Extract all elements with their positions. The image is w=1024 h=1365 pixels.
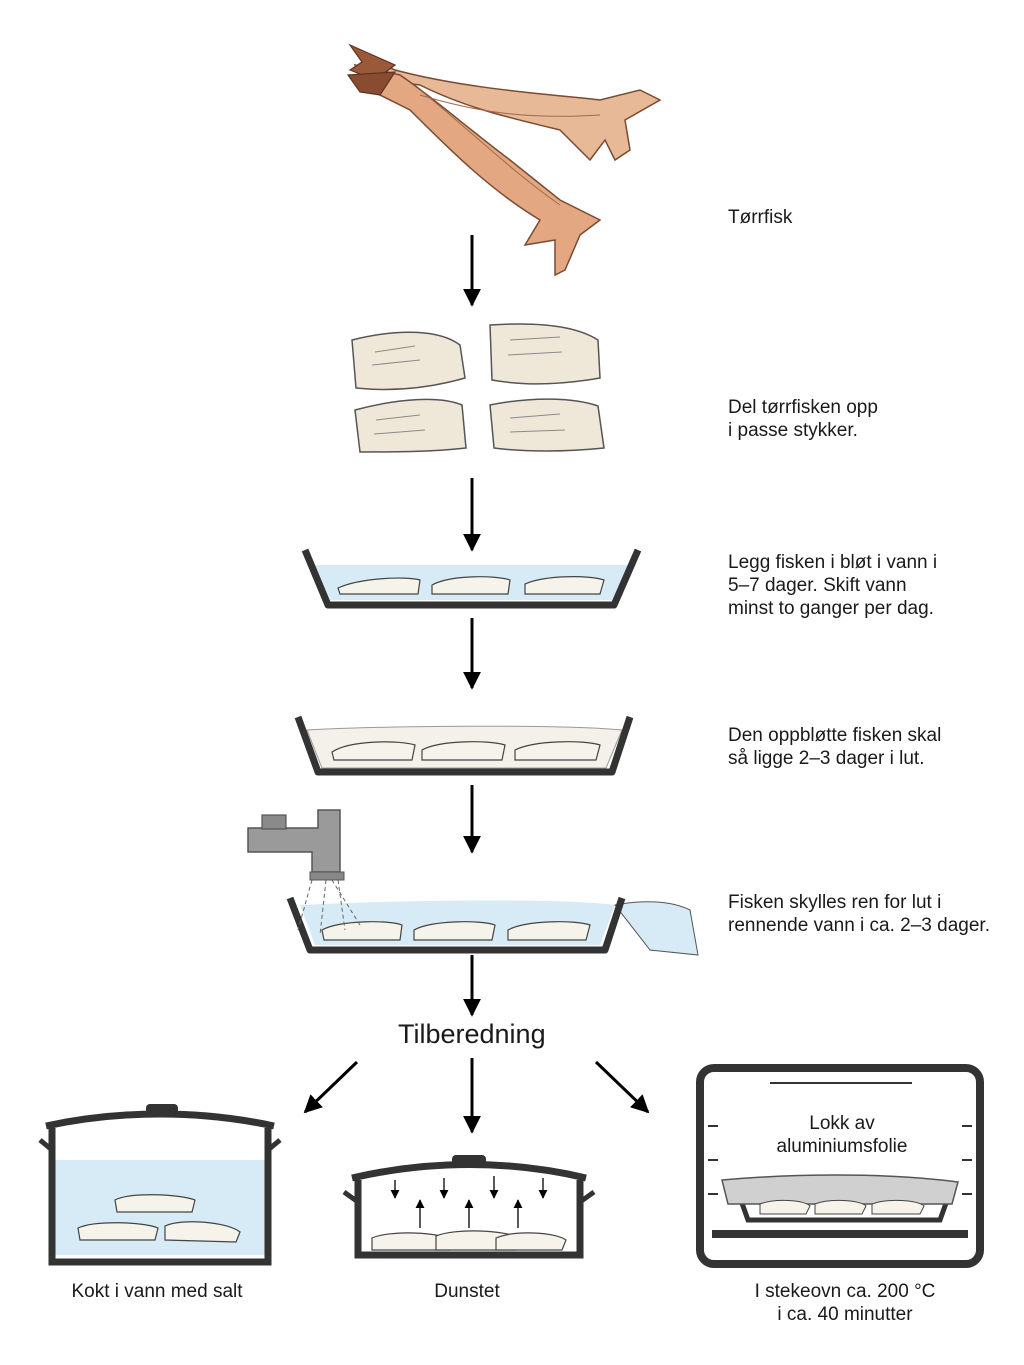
stockfish-illustration [346,43,662,277]
boiling-pot [38,1104,282,1266]
method-label-oven: I stekeovn ca. 200 °C i ca. 40 minutter [754,1281,936,1325]
steaming-pot [342,1155,596,1259]
fish-pieces-illustration [351,323,605,453]
oven-lid-label: Lokk av aluminiumsfolie [776,1113,908,1157]
method-label-boiled: Kokt i vann med salt [71,1281,243,1302]
flow-arrows [303,235,650,1134]
oven [696,1064,984,1268]
rinsing-tray [286,879,699,956]
tap-icon [247,809,345,881]
step-label-soak: Legg fisken i bløt i vann i 5–7 dager. S… [728,552,938,619]
step-label-stockfish: Tørrfisk [728,207,793,228]
step-label-rinse: Fisken skylles ren for lut i rennende va… [728,892,990,936]
step-label-cut: Del tørrfisken opp i passe stykker. [728,397,878,441]
method-label-steamed: Dunstet [434,1281,500,1302]
preparation-heading: Tilberedning [398,1019,546,1049]
lye-tray [294,715,634,776]
soaking-tray [301,548,642,609]
step-label-lye: Den oppbløtte fisken skal så ligge 2–3 d… [728,725,942,769]
